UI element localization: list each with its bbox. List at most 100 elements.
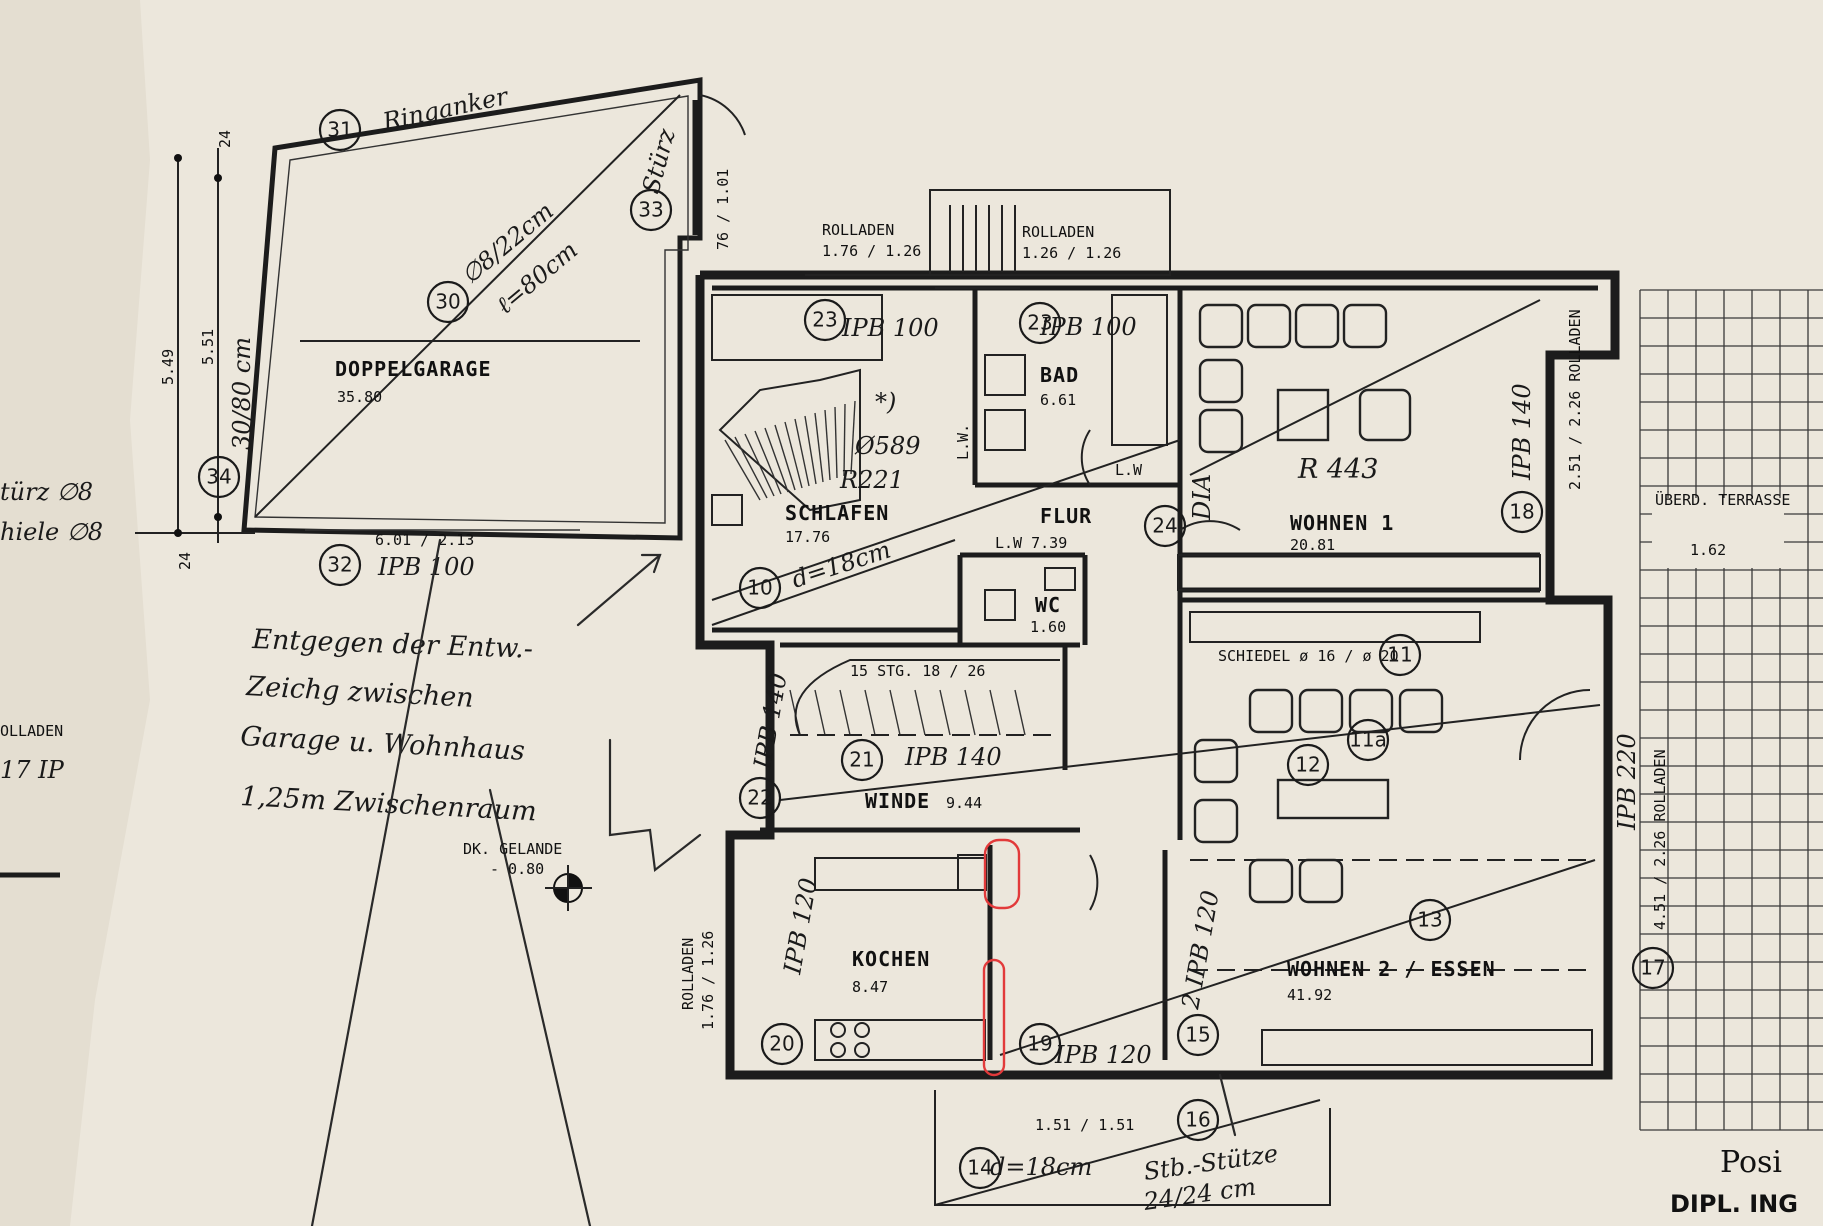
wohnen2-area: 41.92 <box>1287 986 1332 1004</box>
marker-circle <box>1286 743 1330 787</box>
wc-area: 1.60 <box>1030 618 1066 636</box>
bottom-bay-diagonal <box>934 1099 1321 1206</box>
marker-number: 11 <box>1387 643 1412 667</box>
winde-area: 9.44 <box>946 794 982 812</box>
hob <box>830 1022 846 1038</box>
house <box>695 270 1620 1080</box>
dining-chair <box>1298 688 1344 734</box>
kitchen-counter <box>1189 611 1481 643</box>
garage-dim-bottom: 6.01 / 2.13 <box>375 531 474 549</box>
marker-circle <box>803 298 847 342</box>
rolladen-right-lower: 4.51 / 2.26 ROLLADEN <box>1651 749 1669 930</box>
hatch-line <box>784 421 803 489</box>
rolladen-kitchen: ROLLADEN <box>679 938 697 1010</box>
dining-chair <box>1398 688 1444 734</box>
dining-set <box>1193 688 1444 904</box>
marker-number: 16 <box>1185 1108 1210 1132</box>
rolladen-top-left: ROLLADEN <box>822 221 894 239</box>
terrasse-name: ÜBERD. TERRASSE <box>1655 490 1790 509</box>
marker-circle <box>1378 633 1422 677</box>
bad-lw: L.W. <box>954 424 972 460</box>
armchair <box>1358 388 1412 442</box>
entry-steps <box>949 205 1016 272</box>
paper-fold <box>0 0 150 1226</box>
hatch-line <box>724 439 761 501</box>
bed-outline <box>718 368 861 512</box>
wohnen2-name: WOHNEN 2 / ESSEN <box>1287 957 1496 981</box>
garage-beam-ipb: IPB 100 <box>377 553 475 581</box>
marker-circle <box>426 280 470 324</box>
bottom-slab: d=18cm <box>990 1153 1092 1181</box>
bathtub <box>1111 294 1168 446</box>
room-bad: BAD 6.61 IPB 100 L.W. L.W <box>954 294 1168 486</box>
terrasse: ÜBERD. TERRASSE 1.62 <box>1652 490 1790 568</box>
marker-circle <box>1018 1022 1062 1066</box>
schlafen-phi: Ø589 <box>854 432 920 460</box>
marker-number: 22 <box>747 786 772 810</box>
wohnen1-area: 20.81 <box>1290 536 1335 554</box>
marker-number: 11a <box>1349 728 1387 752</box>
sofa-set <box>1198 303 1412 454</box>
sofa-seat <box>1342 303 1388 349</box>
dk-value: - 0.80 <box>490 860 544 878</box>
essen-ipb220: IPB 220 <box>1613 733 1641 831</box>
marker-number: 19 <box>1027 1032 1052 1056</box>
dining-chair <box>1298 858 1344 904</box>
stamp-title: DIPL. ING <box>1670 1190 1798 1218</box>
marker-circle <box>318 543 362 587</box>
garage-door-swing <box>699 94 746 136</box>
sofa-seat <box>1246 303 1292 349</box>
rolladen-right: 2.51 / 2.26 ROLLADEN <box>1566 309 1584 490</box>
left-fragment-3: OLLADEN <box>0 722 63 740</box>
site-boundary <box>608 738 702 873</box>
flur-name: FLUR <box>1040 504 1092 528</box>
marker-circle <box>1018 301 1062 345</box>
flur-area: L.W 7.39 <box>995 534 1067 552</box>
kitchen-door <box>1089 854 1099 911</box>
stair-tread <box>839 689 851 736</box>
dim-24-top: 24 <box>216 130 234 148</box>
marker-number: 18 <box>1509 500 1534 524</box>
dim-551: 5.51 <box>199 329 217 365</box>
marker-number: 31 <box>327 118 352 142</box>
marker-circle <box>738 566 782 610</box>
stair-tread <box>864 689 876 736</box>
marker-number: 23 <box>1027 311 1052 335</box>
marker-number: 17 <box>1640 956 1665 980</box>
ground-level-marker: DK. GELANDE - 0.80 <box>463 840 592 911</box>
stamp-name: Posi <box>1720 1145 1782 1180</box>
dim-dot <box>174 154 182 162</box>
dim-dot <box>214 513 222 521</box>
kochen-area: 8.47 <box>852 978 888 996</box>
rolladen-top-left-dim: 1.76 / 1.26 <box>822 242 921 260</box>
washbasin <box>984 354 1026 396</box>
dimension-lines-left: 5.49 5.51 24 24 76 / 1.01 <box>135 130 732 570</box>
marker-circle <box>1176 1013 1220 1057</box>
stair-curve <box>794 659 1060 736</box>
winde-name: WINDE <box>865 789 930 813</box>
dim-7601: 76 / 1.01 <box>714 169 732 250</box>
marker-number: 23 <box>812 308 837 332</box>
marker-number: 15 <box>1185 1023 1210 1047</box>
note-diagonal-a <box>310 538 442 1226</box>
schlafen-name: SCHLAFEN <box>785 501 889 525</box>
marker-number: 33 <box>638 198 663 222</box>
stairs-label: 15 STG. 18 / 26 <box>850 662 985 680</box>
winde-diagonal <box>779 704 1601 801</box>
wardrobe <box>711 294 883 361</box>
nightstand <box>711 494 743 526</box>
stair-tread <box>889 689 901 736</box>
stair-tread <box>964 689 976 736</box>
wc-basin <box>1044 567 1076 591</box>
dining-chair <box>1193 738 1239 784</box>
marker-number: 30 <box>435 290 460 314</box>
stair-tread <box>1014 689 1026 736</box>
marker-circle <box>1631 946 1675 990</box>
highlights <box>982 838 1021 1077</box>
dk-gelaende: DK. GELANDE <box>463 840 562 858</box>
marker-circle <box>958 1146 1002 1190</box>
marker-circle <box>840 738 884 782</box>
